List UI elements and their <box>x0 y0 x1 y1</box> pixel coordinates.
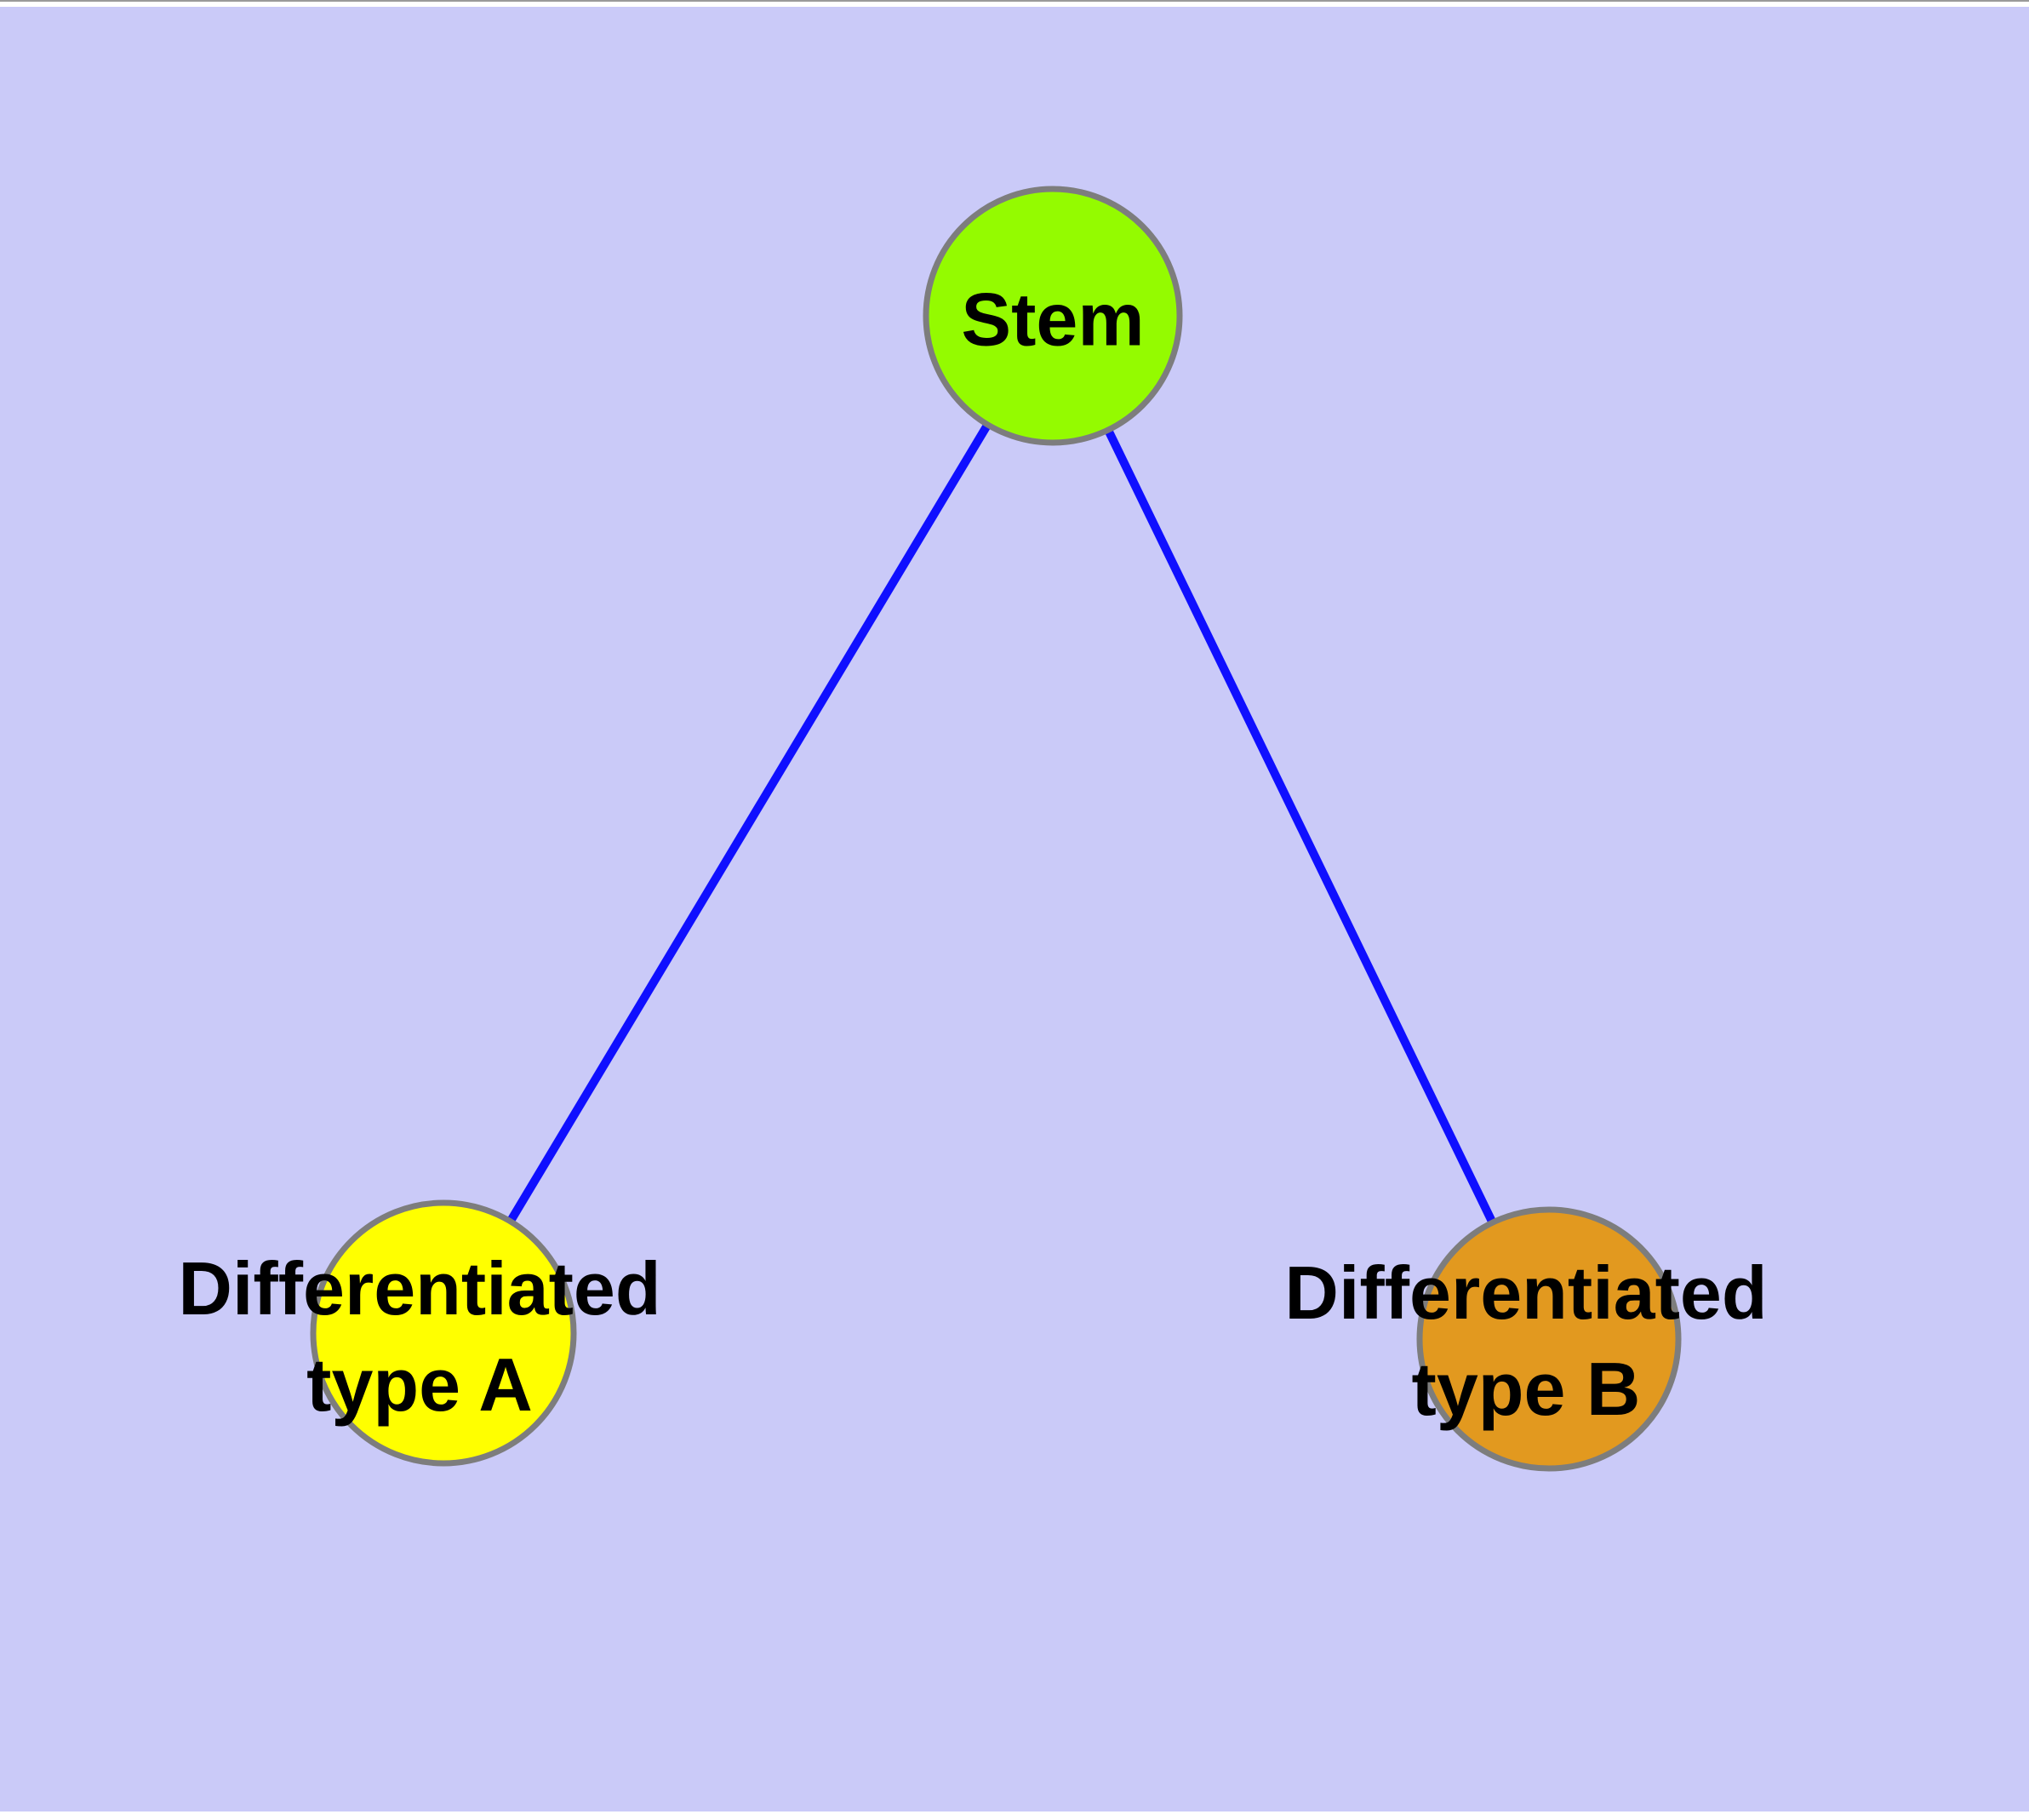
node-stem <box>923 186 1183 446</box>
node-differentiated-type-b <box>1416 1206 1682 1472</box>
edge-stem-to-type-a <box>439 313 1057 1336</box>
node-differentiated-type-a <box>310 1199 577 1467</box>
edge-stem-to-type-b <box>1049 313 1553 1342</box>
top-edge-line <box>0 0 2029 2</box>
